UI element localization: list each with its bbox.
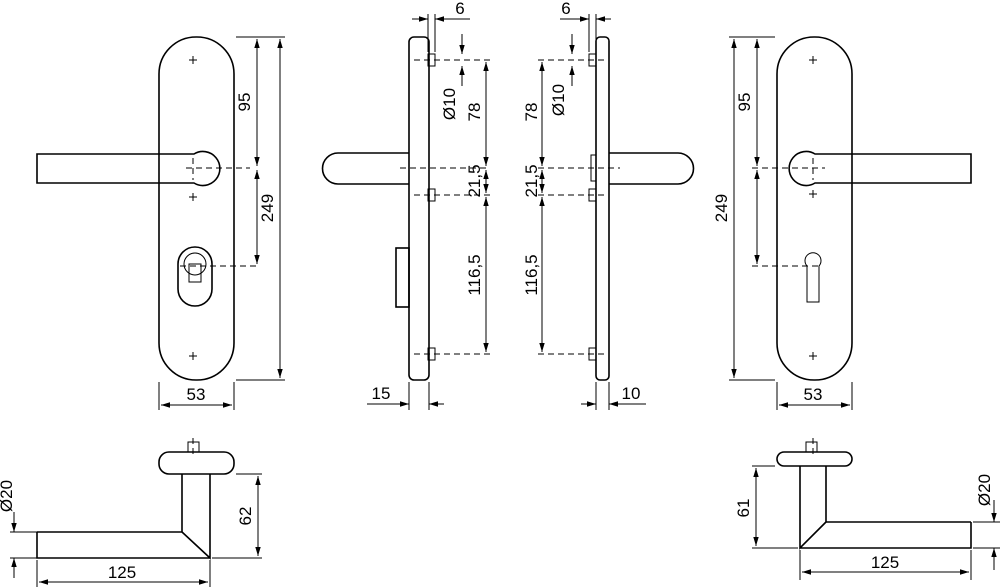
cylinder-guard	[395, 247, 410, 308]
dim-53-right: 53	[804, 385, 823, 404]
backplate-outline-right	[776, 36, 853, 381]
cylinder-keyhole	[804, 252, 822, 303]
spindle-centerline	[186, 158, 250, 180]
dim-6-b: 6	[561, 0, 570, 18]
side-centerlines-r	[538, 59, 620, 355]
dim-125-right: 125	[871, 553, 899, 572]
cylinder-profile-circle	[183, 252, 207, 276]
screw-marks-right	[809, 56, 817, 360]
spindle-centerline-right	[752, 158, 825, 180]
extension-lines-53-right	[776, 382, 853, 410]
ext-125-right	[799, 550, 972, 580]
backplate-outline	[158, 36, 235, 381]
dim-dia20-left: Ø20	[0, 480, 16, 512]
dim-15: 15	[372, 384, 391, 403]
dim-249-right: 249	[712, 194, 731, 222]
extension-lines-249	[236, 36, 285, 381]
rose-top-right	[776, 451, 853, 467]
screw-marks	[189, 56, 197, 360]
lever-profile-right	[609, 152, 695, 185]
dim-62: 62	[236, 507, 255, 526]
top-view-right: 61 Ø20 125	[734, 438, 1000, 580]
dim-10: 10	[622, 384, 641, 403]
cylinder-escutcheon	[177, 246, 213, 307]
dim-6-a: 6	[455, 0, 464, 18]
lever-handle-right	[788, 150, 972, 187]
dim-21-5-a: 21,5	[465, 164, 484, 197]
dim-78-a: 78	[465, 103, 484, 122]
ext-125-left	[36, 560, 211, 587]
spindle-top-right	[805, 441, 818, 453]
dim-78-b: 78	[522, 103, 541, 122]
dim-95-right: 95	[735, 93, 754, 112]
ext-dia20-right	[973, 521, 1000, 549]
ext-62	[212, 473, 262, 559]
plate-profile	[408, 36, 430, 381]
ext-dia20-left	[10, 531, 37, 559]
lever-bend-left	[181, 531, 211, 559]
lever-profile	[321, 152, 409, 185]
front-view-left: 95 249 53	[36, 36, 285, 410]
front-view-right: 95 249 53	[712, 36, 972, 410]
plate-profile-right	[595, 36, 610, 381]
dim-dia10-a: Ø10	[440, 88, 459, 120]
lever-handle	[36, 150, 221, 187]
dim-116-5-b: 116,5	[522, 254, 541, 295]
side-centerlines	[400, 59, 490, 355]
side-view-right: 6 Ø10 78 21,5 116,5 10	[522, 0, 695, 410]
dim-125-left: 125	[108, 563, 136, 582]
side-view-left: 6 Ø10 78 21,5 116,5 15	[321, 0, 490, 410]
dim-249-left: 249	[258, 194, 277, 222]
dim-53-left: 53	[187, 385, 206, 404]
ext-61	[752, 465, 798, 549]
cylinder-profile-slot	[188, 263, 202, 283]
dim-61: 61	[734, 499, 753, 518]
lever-bend-right	[799, 521, 827, 549]
rose-top-left	[158, 451, 235, 475]
dim-dia20-right: Ø20	[975, 474, 994, 506]
ext-10	[595, 382, 610, 410]
dim-dia10-b: Ø10	[549, 84, 568, 116]
lever-top-right	[799, 466, 972, 550]
dim-95-left: 95	[235, 93, 254, 112]
extension-lines-249-right	[729, 36, 775, 381]
dim-116-5-a: 116,5	[465, 254, 484, 295]
lever-top-left	[36, 474, 211, 560]
ext-15	[408, 382, 430, 410]
top-view-left: Ø20 62 125	[0, 438, 262, 587]
dim-21-5-b: 21,5	[522, 164, 541, 197]
ext-6-b	[588, 14, 597, 52]
extension-lines-53	[158, 382, 235, 410]
